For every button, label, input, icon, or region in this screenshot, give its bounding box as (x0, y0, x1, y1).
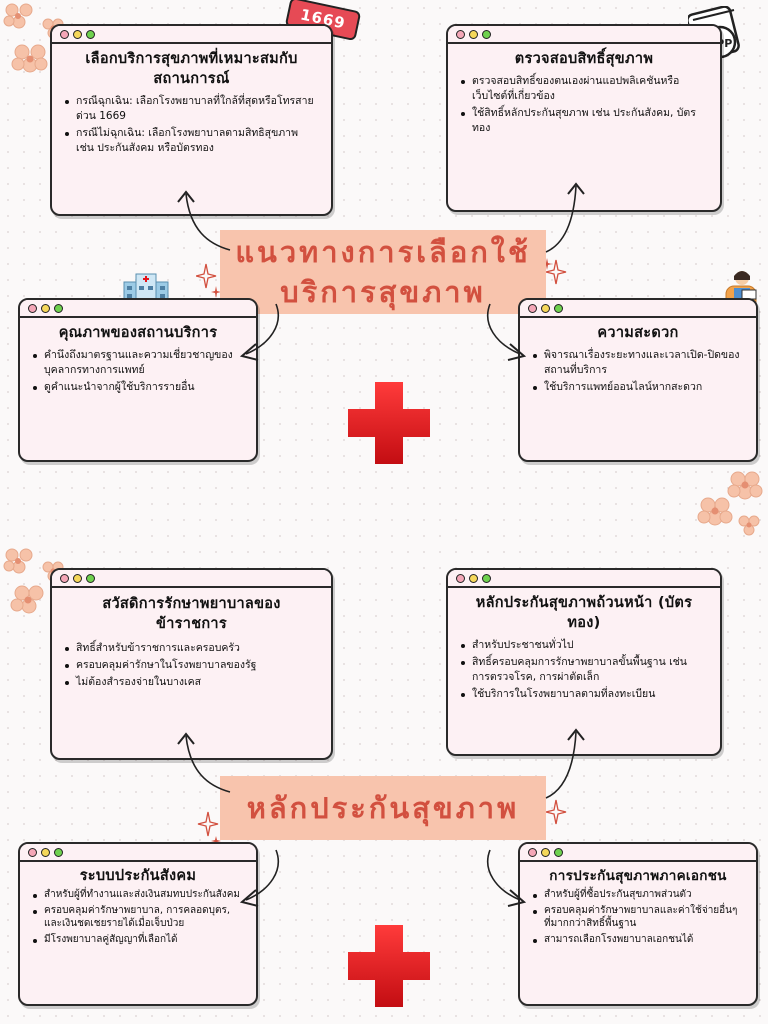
list-item: ครอบคลุมค่ารักษาพยาบาล, การคลอดบุตร, และ… (33, 904, 244, 931)
banner-title-line: บริการสุขภาพ (280, 275, 486, 309)
card-list: สำหรับผู้ที่ซื้อประกันสุขภาพส่วนตัว ครอบ… (520, 886, 756, 952)
card-title: เลือกบริการสุขภาพที่เหมาะสมกับสถานการณ์ (85, 51, 298, 87)
flower-decoration-top-left (3, 3, 64, 73)
red-cross-icon (348, 925, 430, 1007)
window-bar (52, 570, 331, 588)
list-item: ครอบคลุมค่ารักษาในโรงพยาบาลของรัฐ (65, 658, 319, 673)
card-list: สำหรับผู้ที่ทำงานและส่งเงินสมทบประกันสัง… (20, 886, 256, 952)
red-dot-icon (456, 573, 465, 583)
list-item: สำหรับประชาชนทั่วไป (461, 638, 708, 653)
window-bar (448, 570, 720, 588)
banner-title: หลักประกันสุขภาพ (246, 791, 520, 825)
arrow-icon (545, 728, 585, 799)
green-dot-icon (54, 303, 63, 313)
list-item: ใช้บริการในโรงพยาบาลตามที่ลงทะเบียน (461, 687, 708, 702)
window-bar (20, 844, 256, 862)
red-dot-icon (28, 847, 37, 857)
sparkle-icon (196, 263, 221, 298)
section-banner-health-insurance: หลักประกันสุขภาพ (220, 776, 546, 840)
list-item: กรณีไม่ฉุกเฉิน: เลือกโรงพยาบาลตามสิทธิสุ… (65, 126, 319, 156)
card-list: กรณีฉุกเฉิน: เลือกโรงพยาบาลที่ใกล้ที่สุด… (52, 91, 331, 162)
red-dot-icon (60, 29, 69, 39)
red-dot-icon (60, 573, 69, 583)
card-title: หลักประกันสุขภาพถ้วนหน้า (บัตรทอง) (475, 595, 693, 631)
red-dot-icon (456, 29, 465, 39)
red-dot-icon (528, 847, 537, 857)
arrow-icon (486, 303, 527, 361)
sparkle-icon (197, 811, 221, 846)
list-item: ใช้สิทธิ์หลักประกันสุขภาพ เช่น ประกันสัง… (461, 106, 708, 136)
card-title: ระบบประกันสังคม (79, 868, 197, 884)
window-bar (20, 300, 256, 318)
arrow-icon (177, 190, 231, 251)
card-choose-service: เลือกบริการสุขภาพที่เหมาะสมกับสถานการณ์ … (50, 24, 333, 216)
sparkle-icon (542, 258, 567, 285)
card-title: ความสะดวก (597, 325, 679, 341)
flower-decoration-right (697, 471, 763, 536)
yellow-dot-icon (541, 847, 550, 857)
red-cross-icon (348, 382, 430, 464)
card-title: การประกันสุขภาพภาคเอกชน (549, 868, 727, 884)
arrow-icon (239, 303, 280, 361)
card-private-insurance: การประกันสุขภาพภาคเอกชน สำหรับผู้ที่ซื้อ… (518, 842, 758, 1006)
green-dot-icon (554, 303, 563, 313)
yellow-dot-icon (41, 303, 50, 313)
green-dot-icon (54, 847, 63, 857)
arrow-icon (486, 849, 527, 907)
green-dot-icon (554, 847, 563, 857)
card-list: พิจารณาเรื่องระยะทางและเวลาเปิด-ปิดของสถ… (520, 345, 756, 401)
list-item: พิจารณาเรื่องระยะทางและเวลาเปิด-ปิดของสถ… (533, 348, 744, 378)
window-bar (520, 300, 756, 318)
flower-decoration-middle-left (3, 548, 64, 614)
list-item: สำหรับผู้ที่ซื้อประกันสุขภาพส่วนตัว (533, 888, 744, 902)
list-item: ตรวจสอบสิทธิ์ของตนเองผ่านแอปพลิเคชันหรือ… (461, 74, 708, 104)
yellow-dot-icon (73, 29, 82, 39)
window-bar (52, 26, 331, 44)
card-list: สิทธิ์สำหรับข้าราชการและครอบครัว ครอบคลุ… (52, 638, 331, 696)
card-title: คุณภาพของสถานบริการ (58, 325, 218, 341)
section-banner-service-guide: แนวทางการเลือกใช้ บริการสุขภาพ (220, 230, 546, 314)
list-item: ไม่ต้องสำรองจ่ายในบางเคส (65, 675, 319, 690)
list-item: สิทธิ์สำหรับข้าราชการและครอบครัว (65, 641, 319, 656)
list-item: คำนึงถึงมาตรฐานและความเชี่ยวชาญของบุคลาก… (33, 348, 244, 378)
list-item: สามารถเลือกโรงพยาบาลเอกชนได้ (533, 933, 744, 947)
yellow-dot-icon (41, 847, 50, 857)
card-social-security: ระบบประกันสังคม สำหรับผู้ที่ทำงานและส่งเ… (18, 842, 258, 1006)
card-title: สวัสดิการรักษาพยาบาลของข้าราชการ (102, 596, 281, 632)
card-universal-coverage: หลักประกันสุขภาพถ้วนหน้า (บัตรทอง) สำหรั… (446, 568, 722, 756)
list-item: มีโรงพยาบาลคู่สัญญาที่เลือกได้ (33, 933, 244, 947)
card-civil-servant-welfare: สวัสดิการรักษาพยาบาลของข้าราชการ สิทธิ์ส… (50, 568, 333, 760)
green-dot-icon (86, 573, 95, 583)
card-convenience: ความสะดวก พิจารณาเรื่องระยะทางและเวลาเปิ… (518, 298, 758, 462)
sparkle-icon (545, 799, 567, 825)
list-item: ดูคำแนะนำจากผู้ใช้บริการรายอื่น (33, 380, 244, 395)
arrow-icon (239, 849, 280, 907)
card-list: คำนึงถึงมาตรฐานและความเชี่ยวชาญของบุคลาก… (20, 345, 256, 401)
window-bar (448, 26, 720, 44)
yellow-dot-icon (469, 29, 478, 39)
arrow-icon (545, 182, 585, 253)
red-dot-icon (528, 303, 537, 313)
green-dot-icon (86, 29, 95, 39)
list-item: สิทธิ์ครอบคลุมการรักษาพยาบาลขั้นพื้นฐาน … (461, 655, 708, 685)
yellow-dot-icon (469, 573, 478, 583)
list-item: กรณีฉุกเฉิน: เลือกโรงพยาบาลที่ใกล้ที่สุด… (65, 94, 319, 124)
card-check-rights: ตรวจสอบสิทธิ์สุขภาพ ตรวจสอบสิทธิ์ของตนเอ… (446, 24, 722, 212)
yellow-dot-icon (73, 573, 82, 583)
banner-title-line: แนวทางการเลือกใช้ (235, 235, 531, 269)
card-list: ตรวจสอบสิทธิ์ของตนเองผ่านแอปพลิเคชันหรือ… (448, 71, 720, 142)
green-dot-icon (482, 573, 491, 583)
green-dot-icon (482, 29, 491, 39)
card-list: สำหรับประชาชนทั่วไป สิทธิ์ครอบคลุมการรัก… (448, 635, 720, 708)
list-item: สำหรับผู้ที่ทำงานและส่งเงินสมทบประกันสัง… (33, 888, 244, 902)
window-bar (520, 844, 756, 862)
arrow-icon (177, 732, 231, 793)
yellow-dot-icon (541, 303, 550, 313)
red-dot-icon (28, 303, 37, 313)
card-title: ตรวจสอบสิทธิ์สุขภาพ (514, 51, 654, 67)
list-item: ใช้บริการแพทย์ออนไลน์หากสะดวก (533, 380, 744, 395)
card-service-quality: คุณภาพของสถานบริการ คำนึงถึงมาตรฐานและคว… (18, 298, 258, 462)
list-item: ครอบคลุมค่ารักษาพยาบาลและค่าใช้จ่ายอื่นๆ… (533, 904, 744, 931)
